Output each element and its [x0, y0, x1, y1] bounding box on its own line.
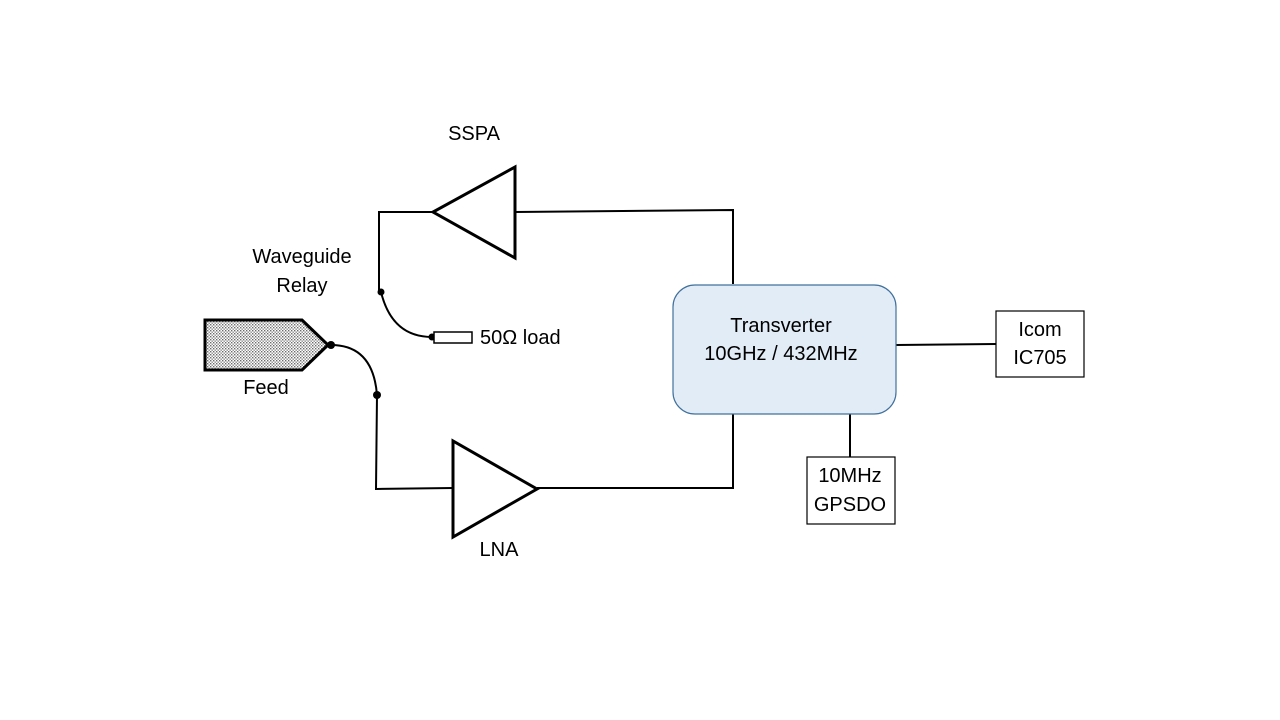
- waveguide-relay-label-line2: Relay: [276, 275, 327, 297]
- radio-box: [995, 310, 1085, 378]
- relay-to-lna-wire: [374, 394, 454, 491]
- waveguide-relay-label-line1: Waveguide: [252, 246, 351, 268]
- load-resistor: [433, 331, 473, 344]
- relay-contact-feed: [327, 341, 335, 349]
- lna-label: LNA: [480, 539, 520, 561]
- relay-to-sspa-wire: [378, 211, 433, 292]
- gpsdo-box: [806, 456, 896, 525]
- gpsdo-label-line1: 10MHz: [818, 465, 881, 487]
- relay-arm-load: [380, 291, 433, 338]
- load-label: 50Ω load: [480, 327, 561, 349]
- relay-arm-feed: [330, 344, 378, 396]
- lna-amplifier-symbol: [451, 438, 541, 540]
- sspa-to-transverter-wire: [514, 208, 734, 284]
- relay-contact-lna: [373, 391, 381, 399]
- feed-horn-symbol: [203, 318, 331, 372]
- relay-contact-sspa: [377, 288, 385, 296]
- lna-to-transverter-wire: [537, 414, 734, 489]
- transverter-label-line2: 10GHz / 432MHz: [704, 343, 857, 365]
- transverter-box: [672, 284, 897, 415]
- radio-label-line2: IC705: [1013, 347, 1066, 369]
- transverter-label-line1: Transverter: [730, 315, 832, 337]
- sspa-amplifier-symbol: [429, 164, 517, 261]
- sspa-label: SSPA: [448, 123, 501, 145]
- transverter-to-radio-wire: [895, 343, 997, 346]
- gpsdo-label-line2: GPSDO: [814, 494, 886, 516]
- radio-label-line1: Icom: [1018, 319, 1061, 341]
- feed-label: Feed: [243, 377, 289, 399]
